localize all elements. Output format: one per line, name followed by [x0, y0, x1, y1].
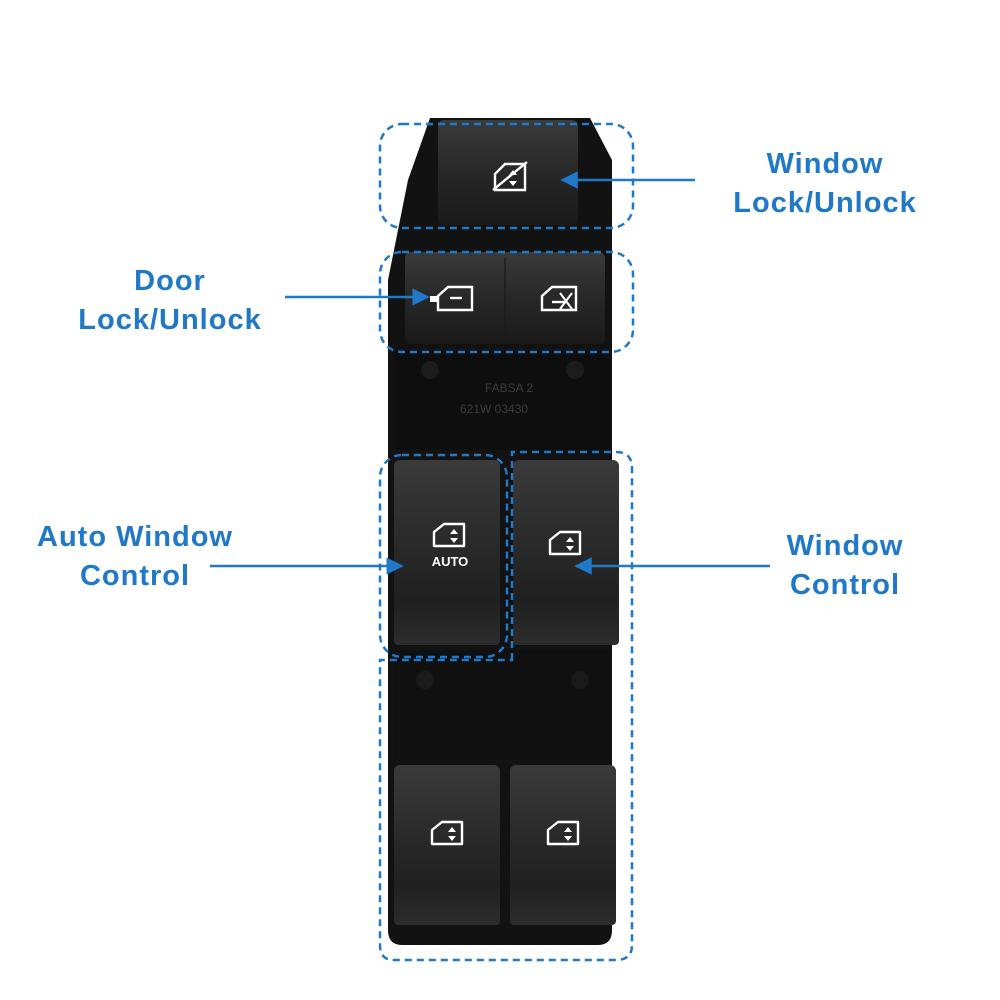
part-mark-2: 621W 03430	[460, 402, 528, 416]
rear-right-window-button[interactable]	[510, 765, 616, 925]
door-lock-icon	[430, 285, 474, 312]
window-control-button[interactable]	[513, 460, 619, 645]
window-control-label: Window Control	[786, 530, 904, 601]
window-lock-label: Window Lock/Unlock	[733, 148, 917, 219]
door-lock-callout-box	[378, 250, 635, 354]
auto-window-callout-box	[378, 453, 509, 659]
auto-window-button[interactable]: AUTO	[394, 460, 500, 645]
window-lock-icon	[492, 161, 528, 192]
door-lock-label: Door Lock/Unlock	[78, 265, 262, 336]
door-unlock-icon	[540, 285, 578, 312]
auto-window-label: Auto Window Control	[37, 521, 233, 592]
auto-label: AUTO	[432, 554, 469, 569]
window-lock-button[interactable]	[438, 120, 578, 225]
part-mark-1: FABSA 2	[485, 381, 533, 395]
rear-left-window-button[interactable]	[394, 765, 500, 925]
door-lock-rocker[interactable]	[405, 252, 605, 344]
